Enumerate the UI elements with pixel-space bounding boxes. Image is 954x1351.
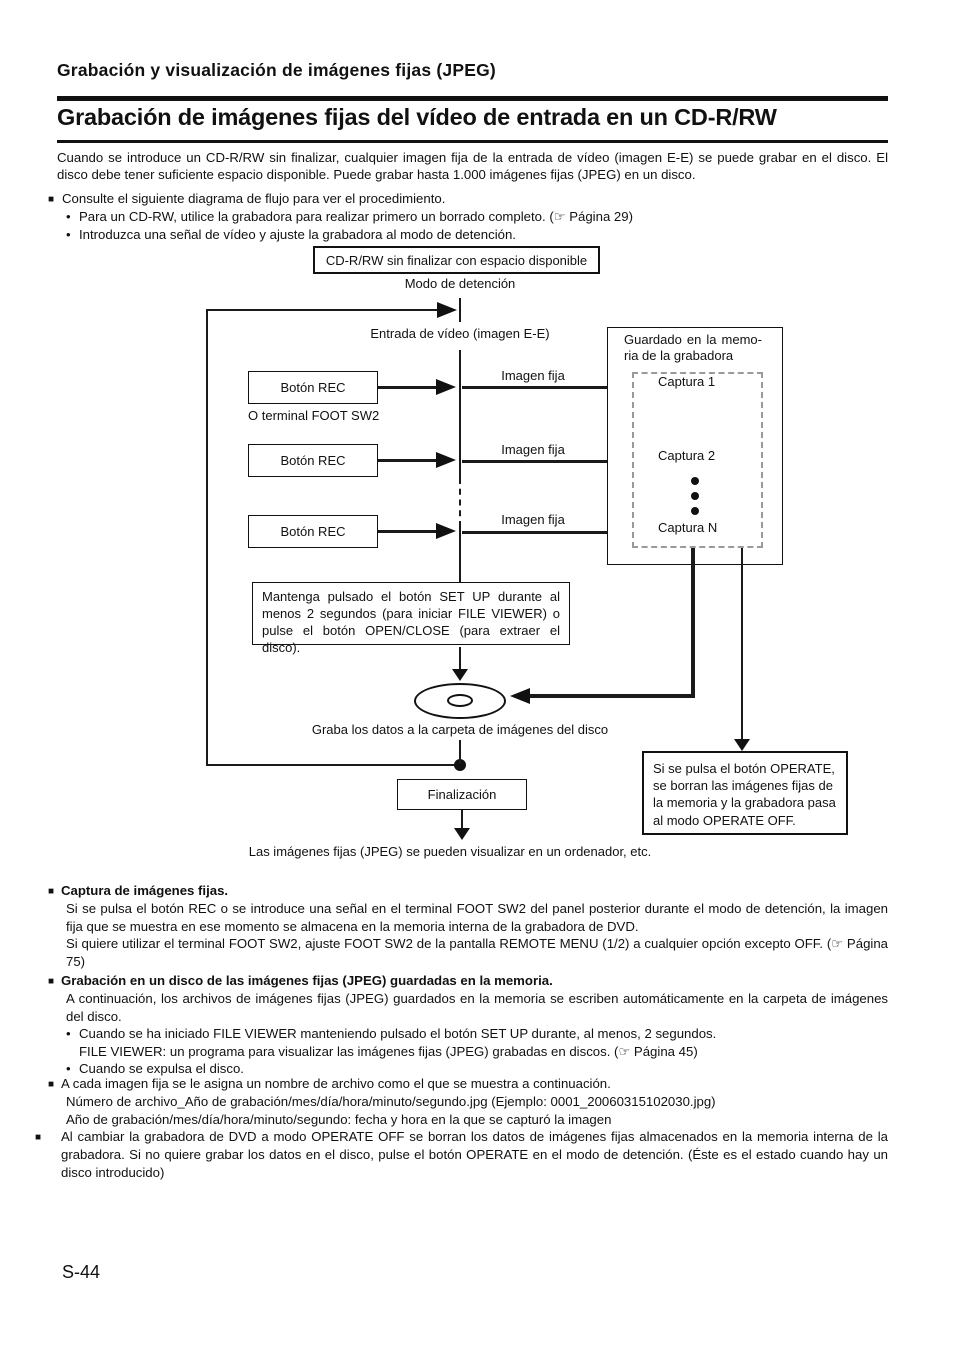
memory-dashed-box [632,372,763,548]
flow-mode-label: Modo de detención [404,276,516,291]
disc-caption: Graba los datos a la carpeta de imágenes… [311,722,609,737]
section-body: Número de archivo_Año de grabación/mes/d… [66,1094,716,1110]
flow-start-box: CD-R/RW sin finalizar con espacio dispon… [313,246,600,274]
operate-line-vertical [741,548,743,740]
section-body: Año de grabación/mes/día/hora/minuto/seg… [66,1111,612,1127]
loop-line-left [206,309,208,766]
rec-button-box-3: Botón REC [248,515,378,548]
dot-bullet-icon: • [66,1026,71,1042]
section-operate-off: ■ Al cambiar la grabadora de DVD a modo O… [35,1128,888,1181]
capture-arrow-shaft-1 [462,386,620,389]
memory-box-title-line1: Guardado en la memo- [624,332,762,347]
center-line-seg1 [459,298,461,322]
square-bullet-icon: ■ [48,976,55,987]
memory-box-title-line2: ria de la grabadora [624,348,734,363]
page-number: S-44 [62,1262,101,1282]
capture-label-n: Captura N [658,520,718,535]
disc-to-junction-line [459,740,461,764]
capture-label-1: Captura 1 [658,374,716,389]
note-bullet-text: Para un CD-RW, utilice la grabadora para… [79,209,633,225]
section-disc-write: ■ Grabación en un disco de las imágenes f… [48,972,888,1077]
ellipsis-dot [691,492,699,500]
page-title: Grabación de imágenes fijas del vídeo de… [57,104,777,130]
note-text: Consulte el siguiente diagrama de flujo … [62,191,446,206]
section-text: A cada imagen fija se le asigna un nombr… [61,1076,611,1091]
section-bullet: • Cuando se ha iniciado FILE VIEWER mante… [66,1025,888,1042]
rec-arrow-shaft-2 [378,459,436,462]
still-image-label-1: Imagen fija [501,368,565,383]
section-title: Grabación y visualización de imágenes fi… [57,60,496,80]
write-line-horizontal [528,694,695,698]
capture-label-2: Captura 2 [658,448,716,463]
section-capture: ■ Captura de imágenes fijas. Si se pulsa … [48,882,888,970]
rec-arrow-shaft-1 [378,386,436,389]
procedure-notes: ■ Consulte el siguiente diagrama de flujo… [48,190,888,243]
ellipsis-dot [691,507,699,515]
write-arrowhead-icon [510,688,530,704]
center-line-seg3 [459,527,461,582]
note-consulte: ■ Consulte el siguiente diagrama de flujo… [48,190,888,208]
write-line-vertical [691,548,695,698]
junction-dot [454,759,466,771]
operate-note-box: Si se pulsa el botón OPERATE, se borran … [642,751,848,835]
rec-button-box-2: Botón REC [248,444,378,477]
divider-thin [57,140,888,143]
section-text: Al cambiar la grabadora de DVD a modo OP… [61,1129,888,1180]
memory-box [607,327,783,565]
section-heading-row: ■ Captura de imágenes fijas. [48,882,888,900]
dot-bullet-icon: • [66,209,71,225]
bullet-text: Cuando se expulsa el disco. [79,1061,244,1077]
note-bullet-1: • Para un CD-RW, utilice la grabadora par… [66,208,888,225]
still-image-label-2: Imagen fija [501,442,565,457]
rec-arrowhead-icon-3 [436,523,456,539]
bullet-text: Cuando se ha iniciado FILE VIEWER manten… [79,1026,717,1042]
rec-button-box-1: Botón REC [248,371,378,404]
still-image-label-3: Imagen fija [501,512,565,527]
operate-arrowhead-icon [734,739,750,751]
section-body: Si se pulsa el botón REC o se introduce … [66,901,888,934]
loop-line-top [206,309,438,311]
dot-bullet-icon: • [66,226,71,242]
rec-arrowhead-icon-1 [436,379,456,395]
loop-line-bottom [206,764,460,766]
loop-arrowhead-icon [437,302,457,318]
section-body: A continuación, los archivos de imágenes… [66,991,888,1024]
capture-arrow-shaft-2 [462,460,620,463]
note-bullet-2: • Introduzca una señal de vídeo y ajuste … [66,226,888,243]
intro-paragraph: Cuando se introduce un CD-R/RW sin final… [57,150,888,183]
section-heading: Captura de imágenes fijas. [61,883,229,898]
square-bullet-icon: ■ [48,194,55,205]
section-heading: Grabación en un disco de las imágenes fi… [61,973,553,988]
finalize-arrowhead-icon [454,828,470,840]
setup-arrow-shaft [459,647,461,669]
setup-instruction-box: Mantenga pulsado el botón SET UP durante… [252,582,570,655]
flow-video-input-label: Entrada de vídeo (imagen E-E) [370,326,550,341]
section-first-row: ■ A cada imagen fija se le asigna un nomb… [48,1075,888,1093]
disc-hole-icon [447,694,473,707]
finalize-arrow-shaft [461,810,463,828]
rec-arrowhead-icon-2 [436,452,456,468]
divider-thick [57,96,888,101]
rec-arrow-shaft-3 [378,530,436,533]
center-line-dashed [459,478,461,527]
bullet-continuation: FILE VIEWER: un programa para visualizar… [79,1043,698,1059]
ellipsis-dot [691,477,699,485]
square-bullet-icon: ■ [48,1079,55,1090]
dot-bullet-icon: • [66,1061,71,1077]
section-paragraph: ■ Al cambiar la grabadora de DVD a modo O… [35,1128,888,1181]
end-caption: Las imágenes fijas (JPEG) se pueden visu… [248,844,652,859]
section-filenames: ■ A cada imagen fija se le asigna un nomb… [48,1075,888,1128]
square-bullet-icon: ■ [35,1132,42,1143]
square-bullet-icon: ■ [48,886,55,897]
note-bullet-text: Introduzca una señal de vídeo y ajuste l… [79,226,516,242]
section-bullet: • Cuando se expulsa el disco. [66,1060,888,1077]
center-line-seg2 [459,350,461,478]
capture-arrow-shaft-3 [462,531,620,534]
finalize-box: Finalización [397,779,527,810]
section-body: Si quiere utilizar el terminal FOOT SW2,… [66,936,888,969]
section-heading-row: ■ Grabación en un disco de las imágenes f… [48,972,888,990]
foot-sw2-label: O terminal FOOT SW2 [248,408,380,423]
setup-arrowhead-icon [452,669,468,681]
